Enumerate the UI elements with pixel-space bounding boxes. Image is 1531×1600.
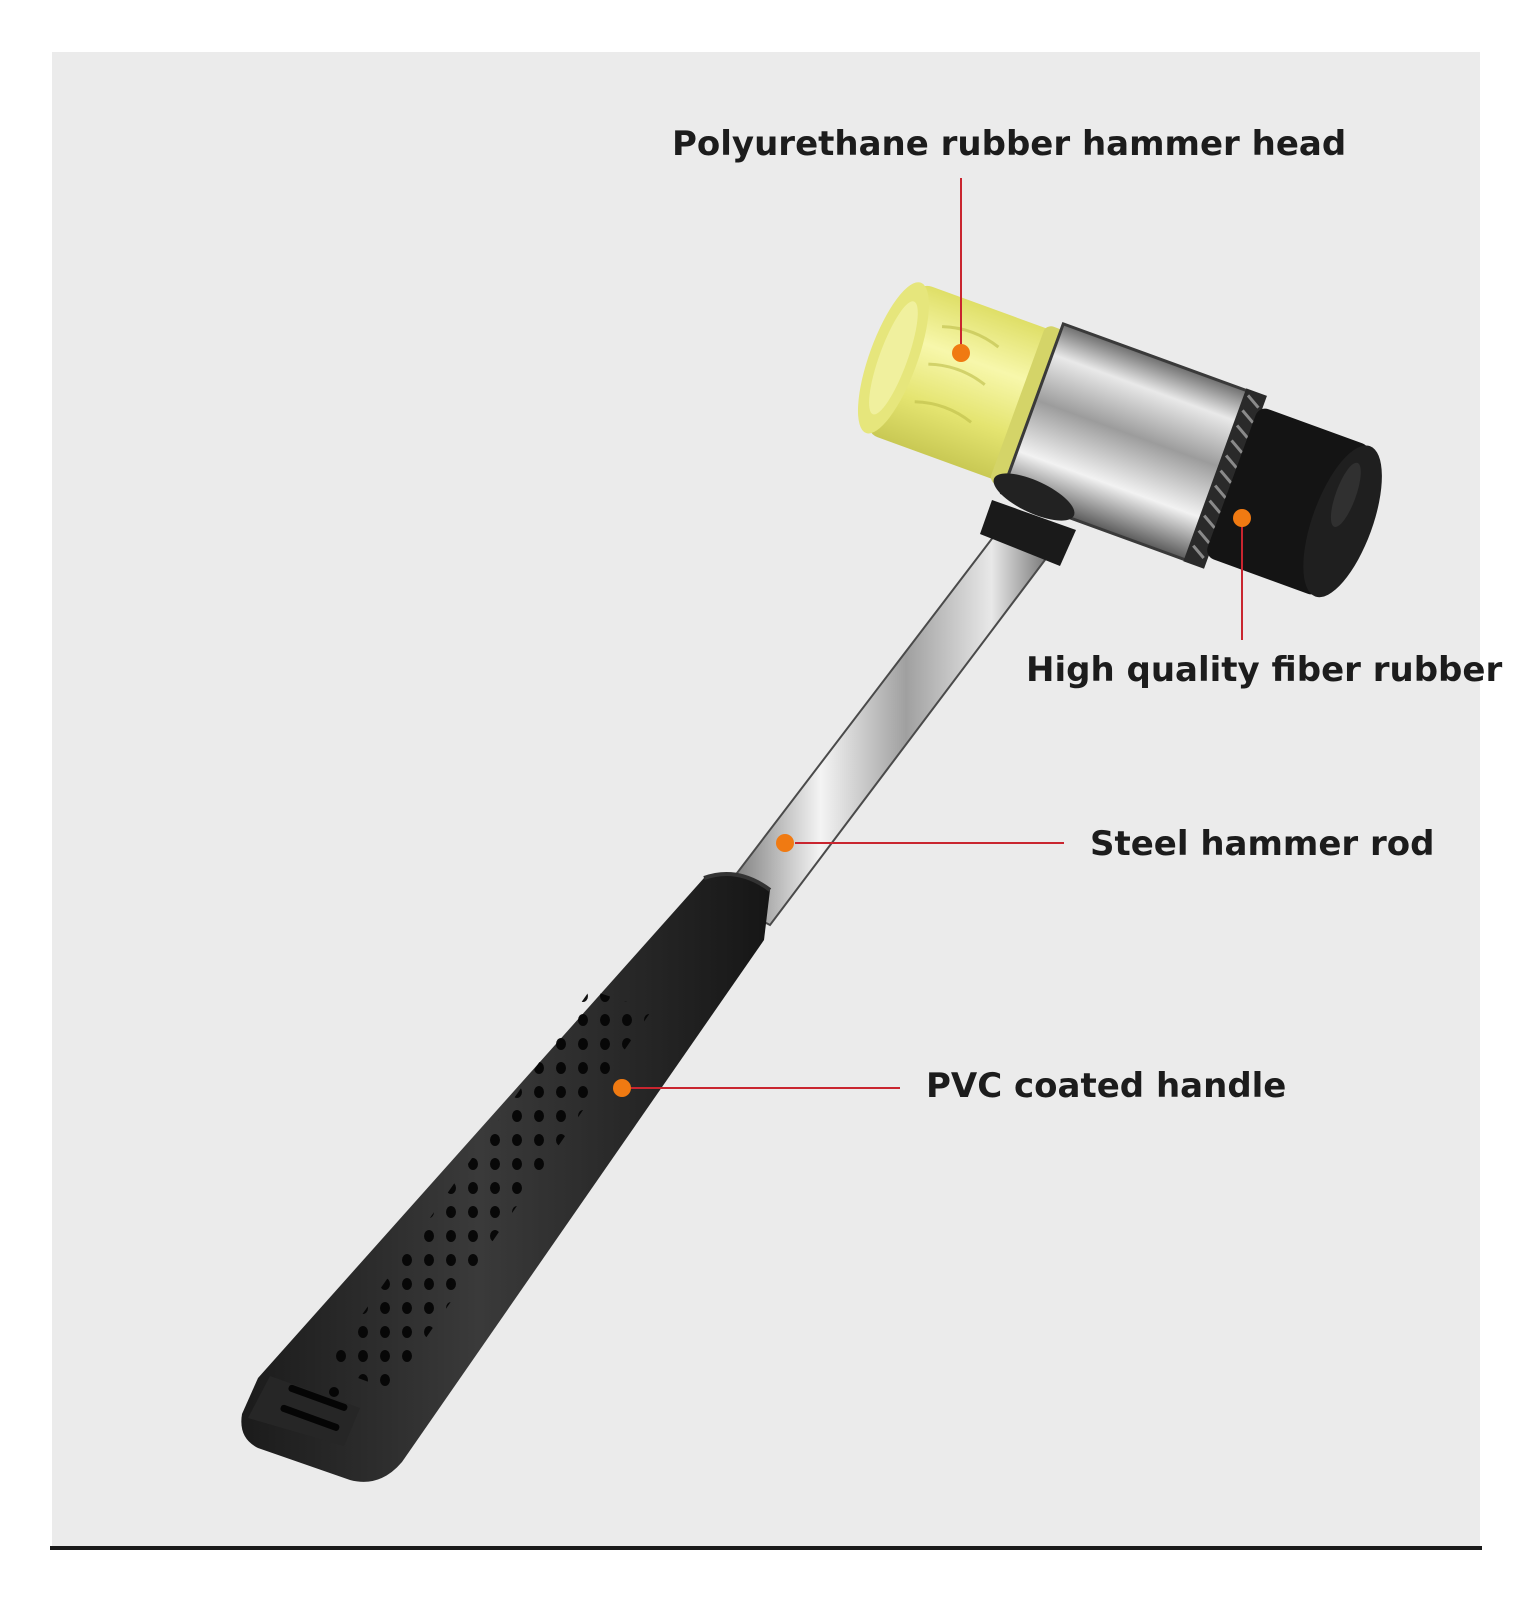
label-polyurethane-head: Polyurethane rubber hammer head bbox=[672, 124, 1347, 164]
label-fiber-rubber: High quality fiber rubber bbox=[1026, 650, 1503, 690]
yellow-face bbox=[857, 282, 1065, 488]
grip-end-cap bbox=[248, 1376, 360, 1446]
mallet-head bbox=[857, 282, 1382, 598]
label-steel-rod: Steel hammer rod bbox=[1090, 824, 1435, 864]
callout-pvc bbox=[613, 1079, 900, 1097]
label-pvc-handle: PVC coated handle bbox=[926, 1066, 1287, 1106]
black-face bbox=[1207, 408, 1382, 598]
steel-rod bbox=[716, 473, 1076, 927]
pvc-grip bbox=[241, 872, 772, 1482]
bottom-divider bbox=[50, 1546, 1482, 1550]
image-background bbox=[52, 52, 1480, 1546]
callout-rod bbox=[776, 834, 1064, 852]
callout-head bbox=[952, 178, 970, 362]
callout-fiber bbox=[1233, 509, 1251, 640]
